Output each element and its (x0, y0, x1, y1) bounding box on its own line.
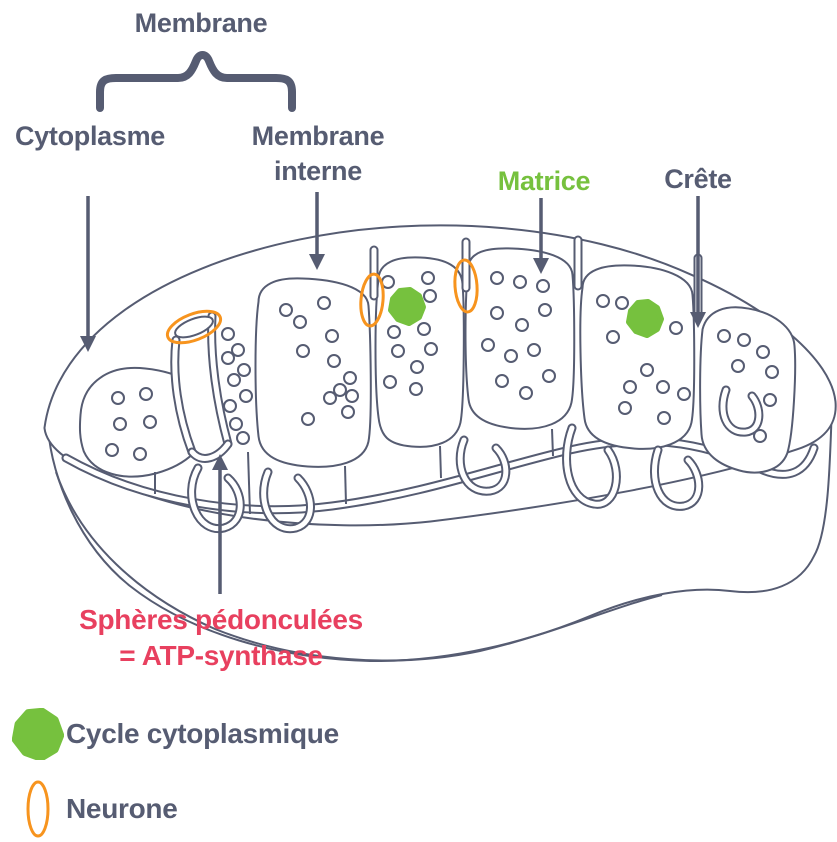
wall-accent-line (55, 471, 663, 662)
legend-label: Cycle cytoplasmique (66, 718, 339, 749)
label-spheres-line1: Sphères pédonculées (79, 604, 363, 635)
legend-label: Neurone (66, 793, 178, 824)
legend-item-neurone: Neurone (10, 778, 430, 840)
legend: Cycle cytoplasmique Neurone (10, 703, 430, 842)
label-crete: Crête (664, 164, 732, 194)
green-blob (629, 302, 661, 335)
legend-item-cycle: Cycle cytoplasmique (10, 703, 430, 765)
cut-lines (154, 428, 554, 515)
green-blob-icon (10, 708, 66, 760)
green-blob (391, 290, 423, 323)
label-spheres-line2: = ATP-synthase (119, 639, 323, 671)
orange-ellipse-icon (10, 779, 66, 839)
membrane-brace-icon (96, 51, 296, 112)
label-matrice: Matrice (497, 166, 591, 196)
label-membrane: Membrane (134, 8, 268, 38)
annotation-arrows (79, 192, 707, 594)
orange-ellipse (165, 309, 223, 345)
label-spheres-pedonculees: Sphères pédonculées = ATP-synthase (79, 602, 363, 674)
tube-opening (174, 315, 214, 339)
label-membrane-interne: Membrane interne (251, 121, 385, 186)
crista-tube (165, 309, 228, 459)
label-cytoplasme: Cytoplasme (14, 121, 166, 151)
orange-ellipse (359, 272, 385, 328)
matrix-granules (105, 271, 779, 461)
orange-ellipses (359, 258, 479, 328)
orange-ellipse (453, 258, 479, 314)
